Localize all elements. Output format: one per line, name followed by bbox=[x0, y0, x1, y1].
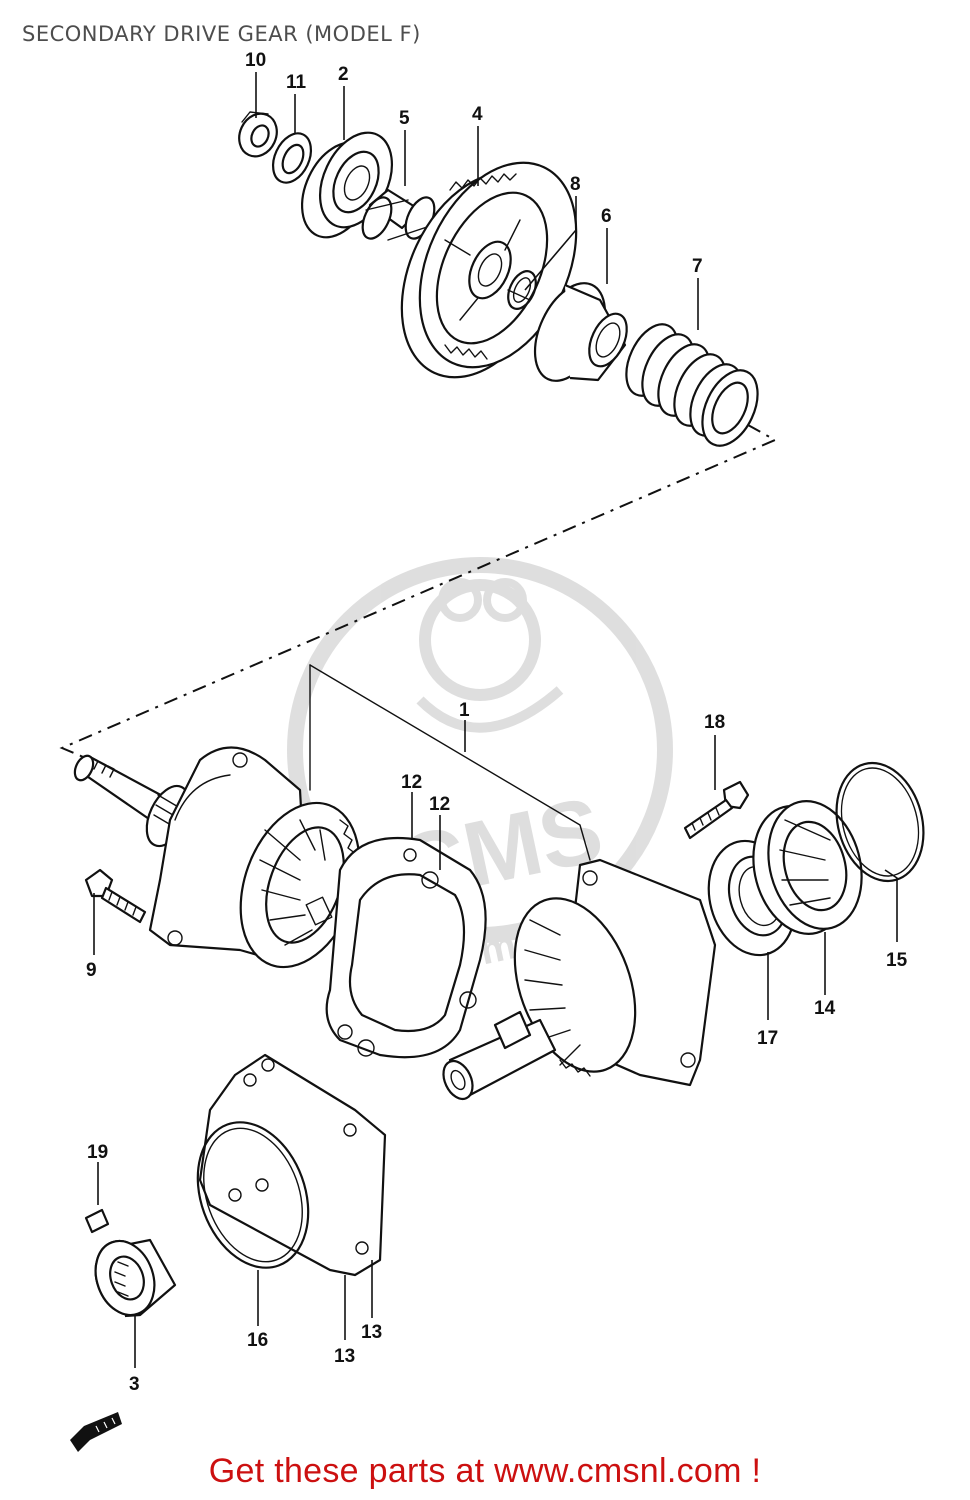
part-10-nut bbox=[238, 111, 278, 158]
callout-9: 9 bbox=[86, 960, 97, 981]
part-11-washer bbox=[271, 132, 313, 184]
part-8-circlip bbox=[507, 270, 537, 310]
callout-3: 3 bbox=[129, 1374, 140, 1395]
callout-14: 14 bbox=[814, 998, 836, 1019]
part-3-needle-bearing bbox=[94, 1238, 177, 1318]
part-1-boundary-lines bbox=[309, 664, 591, 861]
front-arrow-icon bbox=[70, 1412, 122, 1452]
part-9-bolt bbox=[84, 868, 147, 924]
callout-11: 11 bbox=[286, 72, 307, 93]
callout-5: 5 bbox=[399, 108, 410, 129]
callout-7: 7 bbox=[692, 256, 703, 277]
part-19-dowel-pin bbox=[84, 1208, 110, 1234]
callout-13-a: 13 bbox=[334, 1346, 355, 1367]
part-14-bearing bbox=[752, 800, 863, 935]
callout-labels: 10 11 2 5 4 8 6 7 1 18 12 12 9 15 14 17 … bbox=[86, 50, 908, 1395]
footer-shop-link[interactable]: Get these parts at www.cmsnl.com ! bbox=[208, 1452, 762, 1490]
part-7-spring bbox=[625, 323, 759, 447]
callout-6: 6 bbox=[601, 206, 612, 227]
callout-4: 4 bbox=[472, 104, 483, 125]
part-4-driven-gear bbox=[400, 161, 578, 379]
callout-17: 17 bbox=[757, 1028, 778, 1049]
callout-13-b: 13 bbox=[361, 1322, 382, 1343]
callout-15: 15 bbox=[886, 950, 908, 971]
part-1-right-housing bbox=[442, 858, 717, 1101]
part-1-left-housing bbox=[73, 746, 369, 969]
part-16-o-ring bbox=[196, 1121, 310, 1269]
callout-19: 19 bbox=[87, 1142, 108, 1163]
callout-8: 8 bbox=[570, 174, 581, 195]
callout-1: 1 bbox=[459, 700, 470, 721]
callout-12-a: 12 bbox=[401, 772, 422, 793]
part-6-cam-hub bbox=[533, 282, 628, 382]
callout-10: 10 bbox=[245, 50, 266, 71]
page-title: SECONDARY DRIVE GEAR (MODEL F) bbox=[22, 22, 421, 46]
callout-18: 18 bbox=[704, 712, 725, 733]
leader-lines bbox=[93, 72, 898, 1368]
part-15-o-ring bbox=[835, 761, 925, 883]
callout-12-b: 12 bbox=[429, 794, 450, 815]
callout-2: 2 bbox=[338, 64, 349, 85]
callout-16: 16 bbox=[247, 1330, 268, 1351]
part-13-cover bbox=[198, 1053, 387, 1277]
part-12-gasket bbox=[325, 836, 487, 1059]
part-18-bolt bbox=[683, 780, 750, 840]
